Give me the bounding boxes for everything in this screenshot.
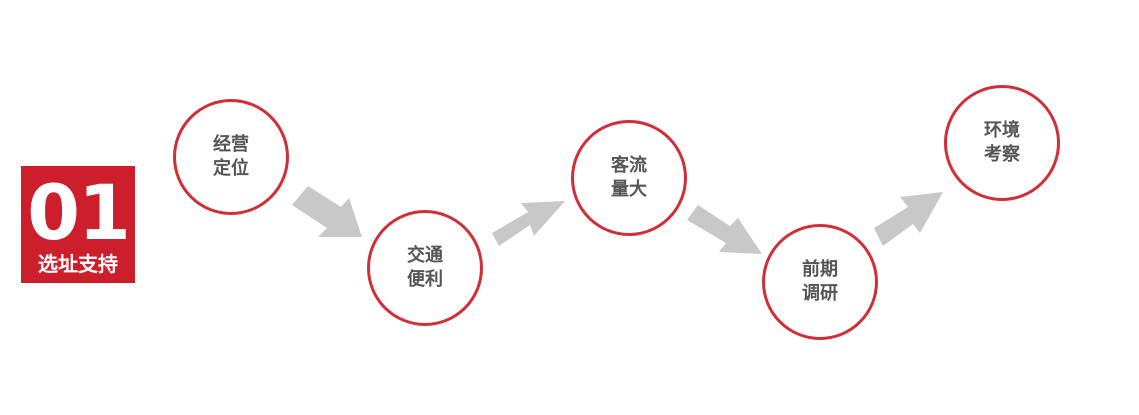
step-1-line-2: 定位 (213, 158, 249, 179)
section-title: 选址支持 (38, 252, 118, 276)
step-circle-2: 交通 便利 (367, 210, 483, 326)
step-circle-3: 客流 量大 (571, 120, 687, 236)
step-1-line-1: 经营 (213, 134, 249, 155)
step-5-line-1: 环境 (984, 120, 1020, 141)
arrow-2-to-3 (492, 201, 565, 246)
arrow-4-to-5 (874, 192, 943, 246)
section-badge: 01 选址支持 (21, 166, 135, 283)
section-number: 01 (27, 168, 131, 257)
step-2-line-2: 便利 (407, 269, 443, 290)
step-4-line-1: 前期 (802, 259, 838, 280)
step-circle-1: 经营 定位 (173, 99, 289, 215)
step-5-line-2: 考察 (984, 144, 1020, 165)
arrow-3-to-4 (687, 205, 762, 254)
arrow-1-to-2 (292, 186, 362, 237)
step-circle-4: 前期 调研 (762, 224, 878, 340)
step-3-line-2: 量大 (611, 179, 647, 200)
step-circle-5: 环境 考察 (944, 85, 1060, 201)
step-2-line-1: 交通 (407, 245, 443, 266)
step-4-line-2: 调研 (802, 283, 838, 304)
step-3-line-1: 客流 (611, 155, 647, 176)
